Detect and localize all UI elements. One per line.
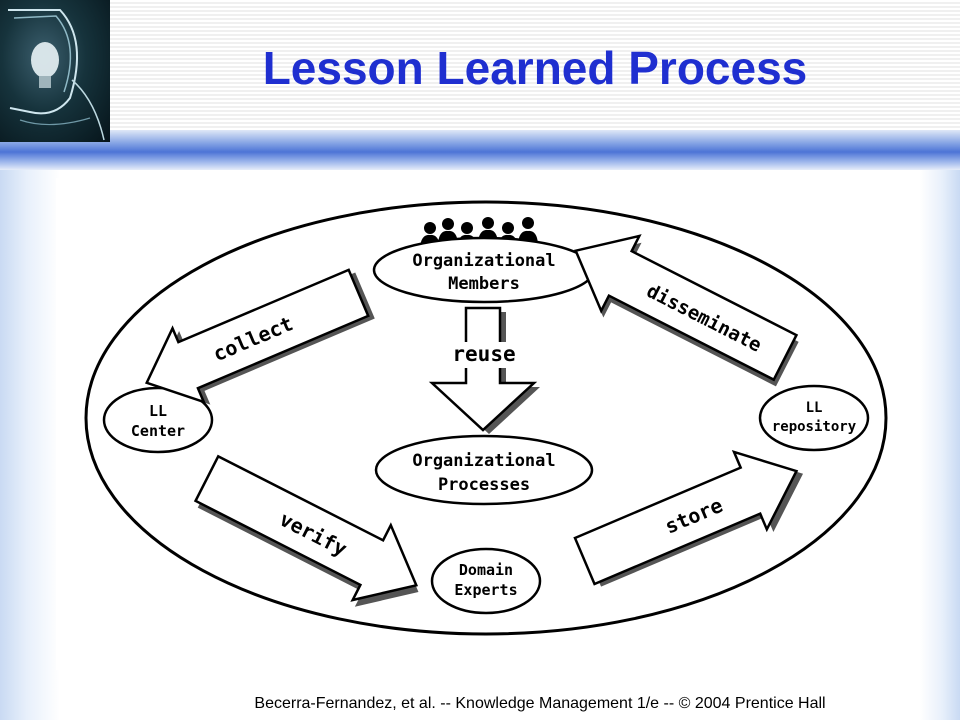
- header-stripes: [110, 0, 960, 130]
- reuse-label: reuse: [452, 342, 515, 366]
- node-domain-experts: Domain Experts: [430, 547, 542, 615]
- collect-arrow: collect: [144, 268, 375, 405]
- footer-text: Becerra-Fernandez, et al. -- Knowledge M…: [254, 695, 826, 712]
- logo-lightbulb-icon: [0, 0, 110, 142]
- node-organizational-members: Organizational Members: [372, 236, 596, 304]
- ll-center-line-2: Center: [131, 422, 185, 440]
- slide-footer: Becerra-Fernandez, et al. -- Knowledge M…: [0, 692, 960, 716]
- processes-line-1: Organizational: [412, 451, 555, 471]
- processes-line-2: Processes: [438, 475, 530, 495]
- domain-experts-line-1: Domain: [459, 561, 513, 579]
- header-bar: [0, 130, 960, 170]
- node-organizational-processes: Organizational Processes: [374, 434, 594, 506]
- right-gradient-panel: [920, 140, 960, 720]
- slide-title: Lesson Learned Process: [262, 42, 808, 94]
- members-line-2: Members: [448, 274, 520, 294]
- disseminate-arrow: disseminate: [573, 234, 799, 387]
- ll-center-line-1: LL: [149, 402, 167, 420]
- lesson-learned-diagram: Organizational Members Organizational Pr…: [56, 178, 910, 670]
- verify-arrow: verify: [193, 454, 419, 607]
- ll-repository-line-2: repository: [772, 419, 857, 435]
- ll-repository-line-1: LL: [806, 400, 823, 416]
- members-line-1: Organizational: [412, 251, 555, 271]
- store-arrow: store: [573, 450, 804, 587]
- domain-experts-line-2: Experts: [454, 581, 517, 599]
- node-ll-center: LL Center: [102, 386, 214, 454]
- reuse-arrow: reuse: [428, 306, 540, 434]
- left-gradient-panel: [0, 140, 60, 720]
- node-ll-repository: LL repository: [758, 384, 870, 452]
